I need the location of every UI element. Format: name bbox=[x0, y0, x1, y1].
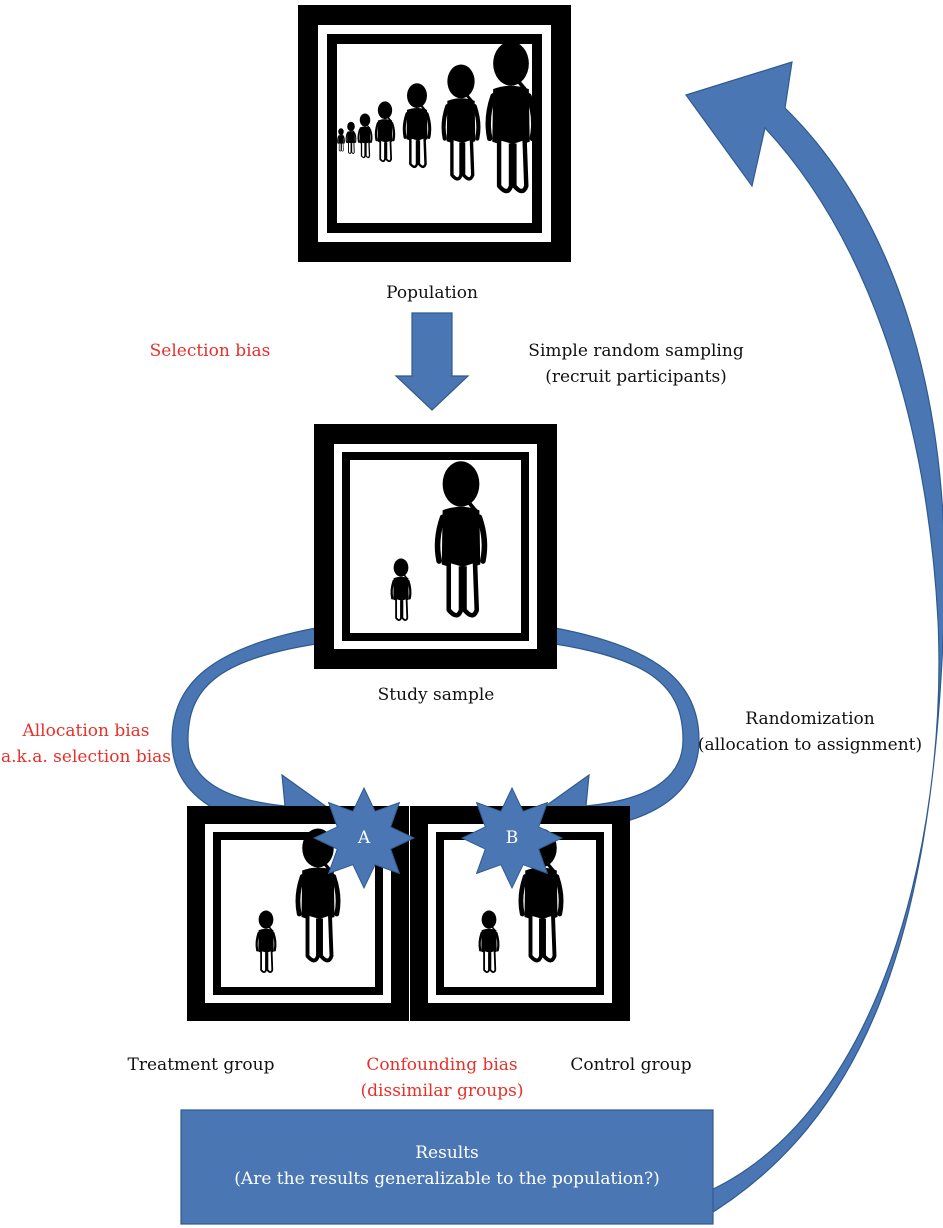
results-label: Results (Are the results generalizable t… bbox=[234, 1140, 659, 1192]
results-line2: (Are the results generalizable to the po… bbox=[234, 1169, 660, 1189]
study-sample-frame bbox=[314, 424, 557, 669]
eight-point-star-icon bbox=[312, 786, 416, 890]
badge-a-label: A bbox=[357, 828, 371, 848]
sampling-label-line1: Simple random sampling bbox=[528, 341, 744, 361]
treatment-group-label: Treatment group bbox=[127, 1055, 275, 1075]
allocation-bias-line2: a.k.a. selection bias bbox=[0, 747, 172, 767]
population-frame bbox=[298, 5, 571, 262]
allocation-bias-line1: Allocation bias bbox=[22, 721, 150, 741]
sampling-label: Simple random sampling (recruit particip… bbox=[528, 338, 743, 390]
sampling-arrow bbox=[394, 312, 470, 411]
badge-b-label: B bbox=[505, 828, 519, 848]
control-group-label: Control group bbox=[570, 1055, 692, 1075]
randomization-line1: Randomization bbox=[745, 709, 875, 729]
selection-bias-label: Selection bias bbox=[149, 341, 271, 361]
randomization-label: Randomization (allocation to assignment) bbox=[698, 706, 922, 758]
confounding-line2: (dissimilar groups) bbox=[360, 1081, 524, 1101]
results-line1: Results bbox=[415, 1143, 479, 1163]
sampling-label-line2: (recruit participants) bbox=[545, 367, 727, 387]
randomization-line2: (allocation to assignment) bbox=[697, 735, 923, 755]
confounding-bias-label: Confounding bias (dissimilar groups) bbox=[361, 1052, 524, 1104]
confounding-line1: Confounding bias bbox=[366, 1055, 518, 1075]
feedback-arrow bbox=[685, 61, 943, 1222]
eight-point-star-icon bbox=[460, 786, 564, 890]
allocation-bias-label: Allocation bias a.k.a. selection bias bbox=[1, 718, 171, 770]
treatment-group-frame bbox=[187, 731, 409, 1021]
results-box bbox=[180, 1109, 714, 1225]
study-sample-label: Study sample bbox=[377, 685, 495, 705]
population-label: Population bbox=[386, 283, 478, 303]
